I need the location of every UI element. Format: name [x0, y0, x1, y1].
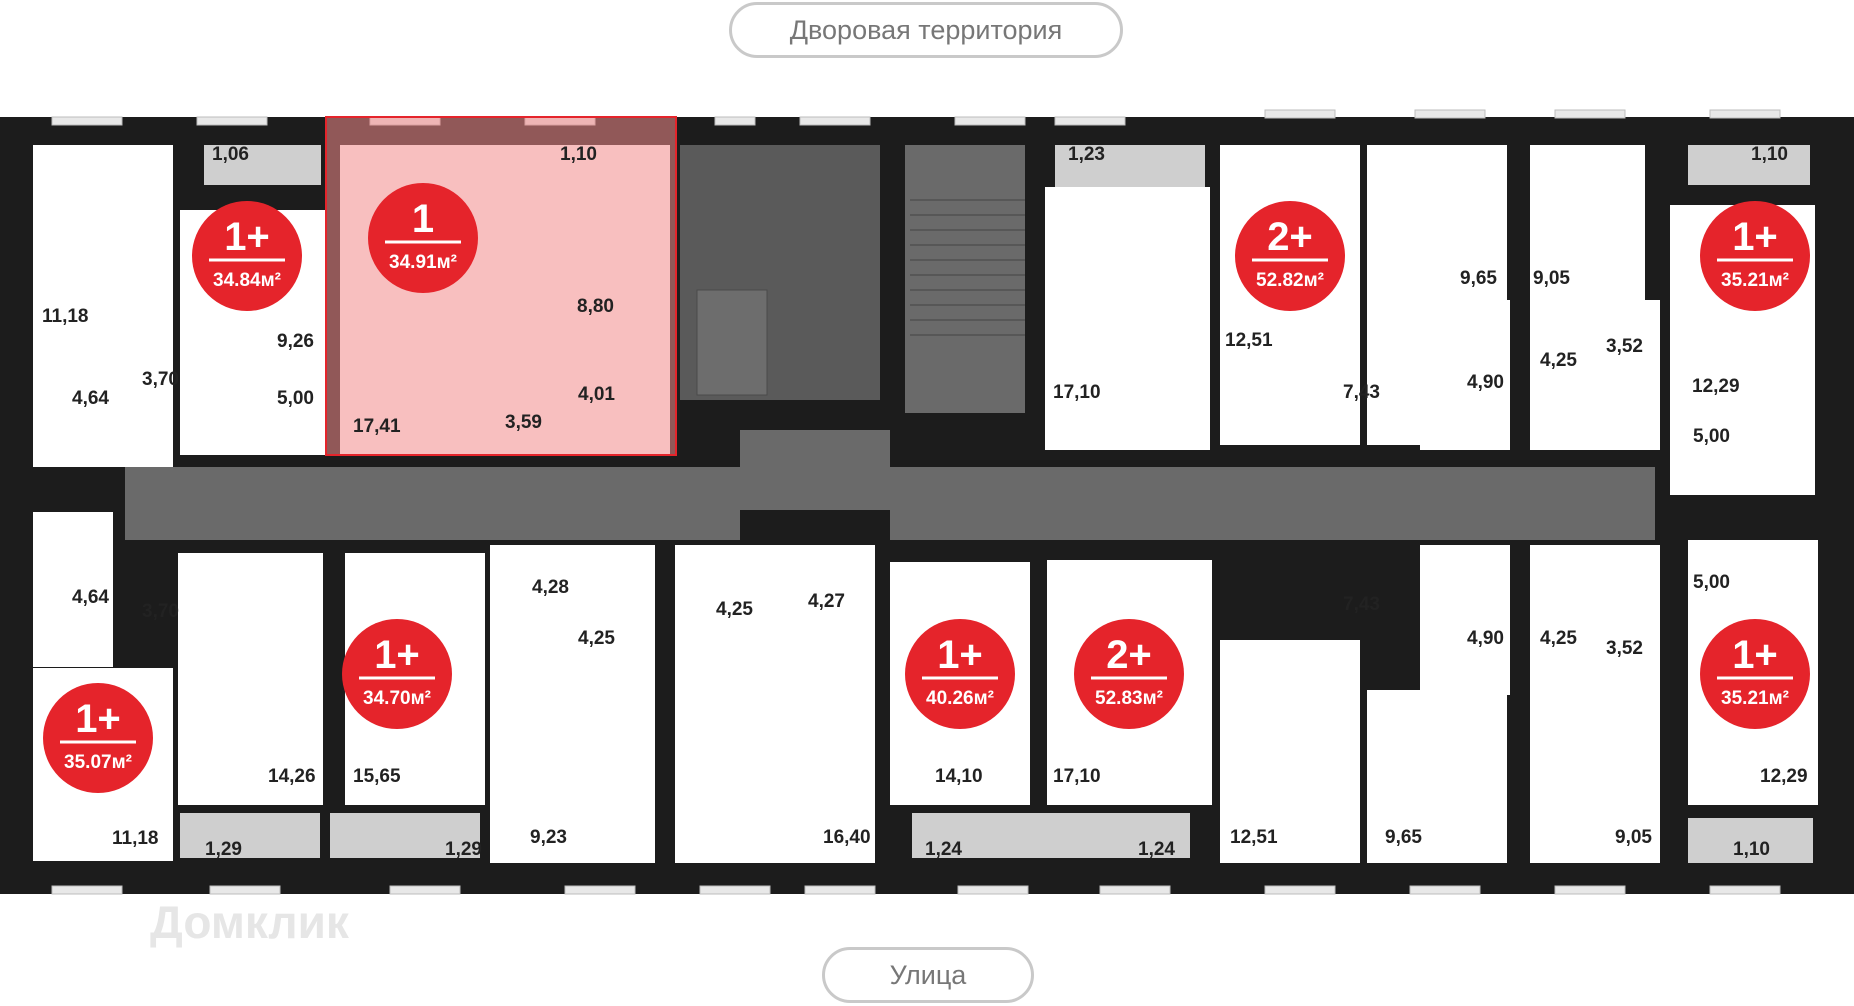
room-area-label: 4,01	[578, 384, 615, 405]
room-area-label: 1,24	[1138, 839, 1175, 860]
room-area-label: 1,29	[205, 839, 242, 860]
room-area-label: 3,70	[142, 369, 179, 390]
room-area-label: 1,10	[1751, 144, 1788, 165]
apartment-area: 35.07м²	[64, 752, 132, 773]
apartment-area: 34.91м²	[389, 252, 457, 273]
room-area-label: 12,51	[1230, 827, 1278, 848]
badge-circle	[1235, 201, 1345, 311]
room-area-label: 4,25	[716, 599, 753, 620]
apartment-area: 34.84м²	[213, 270, 281, 291]
room-area-label: 12,51	[1225, 330, 1273, 351]
room-area-label: 14,10	[935, 766, 983, 787]
apartment-type: 1+	[1732, 633, 1778, 677]
room-area-label: 17,41	[353, 416, 401, 437]
room-area-label: 1,29	[445, 839, 482, 860]
apartment-area: 52.83м²	[1095, 688, 1163, 709]
apartment-type: 1+	[1732, 215, 1778, 259]
apartment-area: 35.21м²	[1721, 270, 1789, 291]
selected-apartment-highlight	[325, 116, 677, 456]
apartment-badge-apt-bot-5[interactable]: 1+ 35.21м²	[1700, 619, 1810, 729]
apartment-badge-apt-top-2[interactable]: 1 34.91м²	[368, 183, 478, 293]
room-area-label: 1,06	[212, 144, 249, 165]
room-area-label: 4,64	[72, 587, 109, 608]
room-area-label: 1,10	[1733, 839, 1770, 860]
room-area-label: 3,59	[505, 412, 542, 433]
room-area-label: 15,65	[353, 766, 401, 787]
bottom-orientation-label: Улица	[822, 947, 1034, 1003]
room-area-label: 16,40	[823, 827, 871, 848]
apartment-badge-apt-bot-1[interactable]: 1+ 35.07м²	[43, 683, 153, 793]
room-area-label: 4,25	[1540, 350, 1577, 371]
apartment-type: 1+	[75, 697, 121, 741]
room-area-label: 4,90	[1467, 372, 1504, 393]
apartment-type: 1	[412, 197, 434, 241]
room-area-label: 4,27	[808, 591, 845, 612]
watermark-text: Домклик	[150, 896, 350, 948]
room-area-label: 3,70	[142, 601, 179, 622]
room-area-label: 4,90	[1467, 628, 1504, 649]
room-area-label: 3,52	[1606, 638, 1643, 659]
badge-circle	[368, 183, 478, 293]
badge-circle	[342, 619, 452, 729]
apartment-type: 1+	[937, 633, 983, 677]
apartment-badge-apt-bot-3[interactable]: 1+ 40.26м²	[905, 619, 1015, 729]
apartment-badge-apt-top-1[interactable]: 1+ 34.84м²	[192, 201, 302, 311]
room-area-label: 8,80	[577, 296, 614, 317]
badge-circle	[192, 201, 302, 311]
room-area-label: 4,28	[532, 577, 569, 598]
apartment-badge-apt-bot-4[interactable]: 2+ 52.83м²	[1074, 619, 1184, 729]
room-area-label: 4,64	[72, 388, 109, 409]
room-area-label: 9,65	[1460, 268, 1497, 289]
apartment-badges: 1+ 34.84м² 1 34.91м² 2+ 52.82м² 1+ 35.21м² 1+ 35.…	[43, 183, 1810, 793]
apartment-area: 35.21м²	[1721, 688, 1789, 709]
apartment-badge-apt-bot-2[interactable]: 1+ 34.70м²	[342, 619, 452, 729]
top-orientation-label: Дворовая территория	[729, 2, 1123, 58]
room-area-label: 1,23	[1068, 144, 1105, 165]
apartment-type: 2+	[1267, 215, 1313, 259]
elevator-shaft	[696, 289, 768, 396]
room-area-label: 9,05	[1615, 827, 1652, 848]
badge-circle	[1700, 201, 1810, 311]
apartment-badge-apt-top-3[interactable]: 2+ 52.82м²	[1235, 201, 1345, 311]
room-area-label: 9,65	[1385, 827, 1422, 848]
room-area-label: 7,43	[1343, 382, 1380, 403]
room-area-label: 5,00	[277, 388, 314, 409]
room-area-label: 17,10	[1053, 766, 1101, 787]
staircase	[905, 145, 1025, 413]
room-area-label: 11,18	[42, 306, 89, 327]
apartment-type: 1+	[224, 215, 270, 259]
corridor	[125, 430, 1655, 540]
apartment-area: 52.82м²	[1256, 270, 1324, 291]
room-area-label: 5,00	[1693, 572, 1730, 593]
room-area-label: 7,43	[1343, 594, 1380, 615]
room-area-label: 4,25	[578, 628, 615, 649]
room-area-label: 9,26	[277, 331, 314, 352]
room-labels: 1,06 1,10 1,23 1,10 11,18 9,26 5,00 3,70 4,64 8,8…	[42, 144, 1808, 860]
room-area-label: 11,18	[112, 828, 159, 849]
apartment-area: 34.70м²	[363, 688, 431, 709]
room-area-label: 9,23	[530, 827, 567, 848]
staircase-steps	[910, 199, 1025, 336]
room-area-label: 12,29	[1692, 376, 1740, 397]
room-area-label: 1,24	[925, 839, 962, 860]
room-area-label: 5,00	[1693, 426, 1730, 447]
badge-circle	[1700, 619, 1810, 729]
room-area-label: 12,29	[1760, 766, 1808, 787]
room-area-label: 9,05	[1533, 268, 1570, 289]
badge-circle	[43, 683, 153, 793]
apartment-badge-apt-top-4[interactable]: 1+ 35.21м²	[1700, 201, 1810, 311]
apartment-type: 1+	[374, 633, 420, 677]
room-area-label: 1,10	[560, 144, 597, 165]
room-area-label: 17,10	[1053, 382, 1101, 403]
badge-circle	[905, 619, 1015, 729]
room-area-label: 4,25	[1540, 628, 1577, 649]
room-area-label: 14,26	[268, 766, 316, 787]
apartment-type: 2+	[1106, 633, 1152, 677]
room-area-label: 3,52	[1606, 336, 1643, 357]
badge-circle	[1074, 619, 1184, 729]
apartment-area: 40.26м²	[926, 688, 994, 709]
